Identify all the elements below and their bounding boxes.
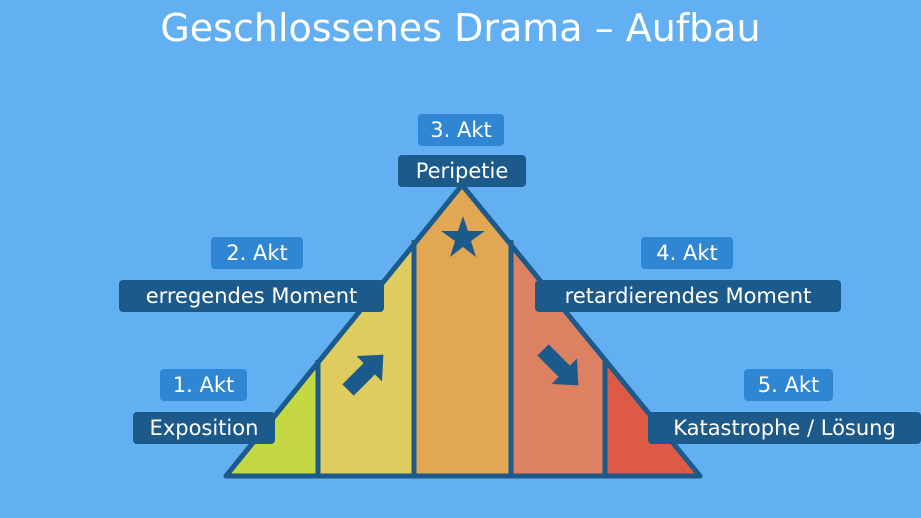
- erregendes-moment-label: erregendes Moment: [119, 280, 384, 312]
- act-5-label: 5. Akt: [744, 369, 833, 401]
- arrow-up-icon: [342, 354, 384, 396]
- star-icon: [441, 216, 485, 257]
- act-1-label: 1. Akt: [160, 369, 247, 401]
- segment-retardierendes-moment: [511, 185, 605, 476]
- retardierendes-moment-label: retardierendes Moment: [535, 280, 841, 312]
- act-4-label: 4. Akt: [641, 237, 733, 269]
- peripetie-label: Peripetie: [398, 155, 526, 187]
- arrow-down-icon: [537, 344, 579, 386]
- act-3-label: 3. Akt: [418, 114, 504, 146]
- exposition-label: Exposition: [133, 412, 275, 444]
- katastrophe-loesung-label: Katastrophe / Lösung: [648, 412, 921, 444]
- segment-erregendes-moment: [318, 185, 414, 476]
- act-2-label: 2. Akt: [211, 237, 303, 269]
- segment-dividers: [315, 240, 608, 476]
- pyramid-outline: [223, 182, 703, 479]
- diagram-title: Geschlossenes Drama – Aufbau: [160, 6, 761, 50]
